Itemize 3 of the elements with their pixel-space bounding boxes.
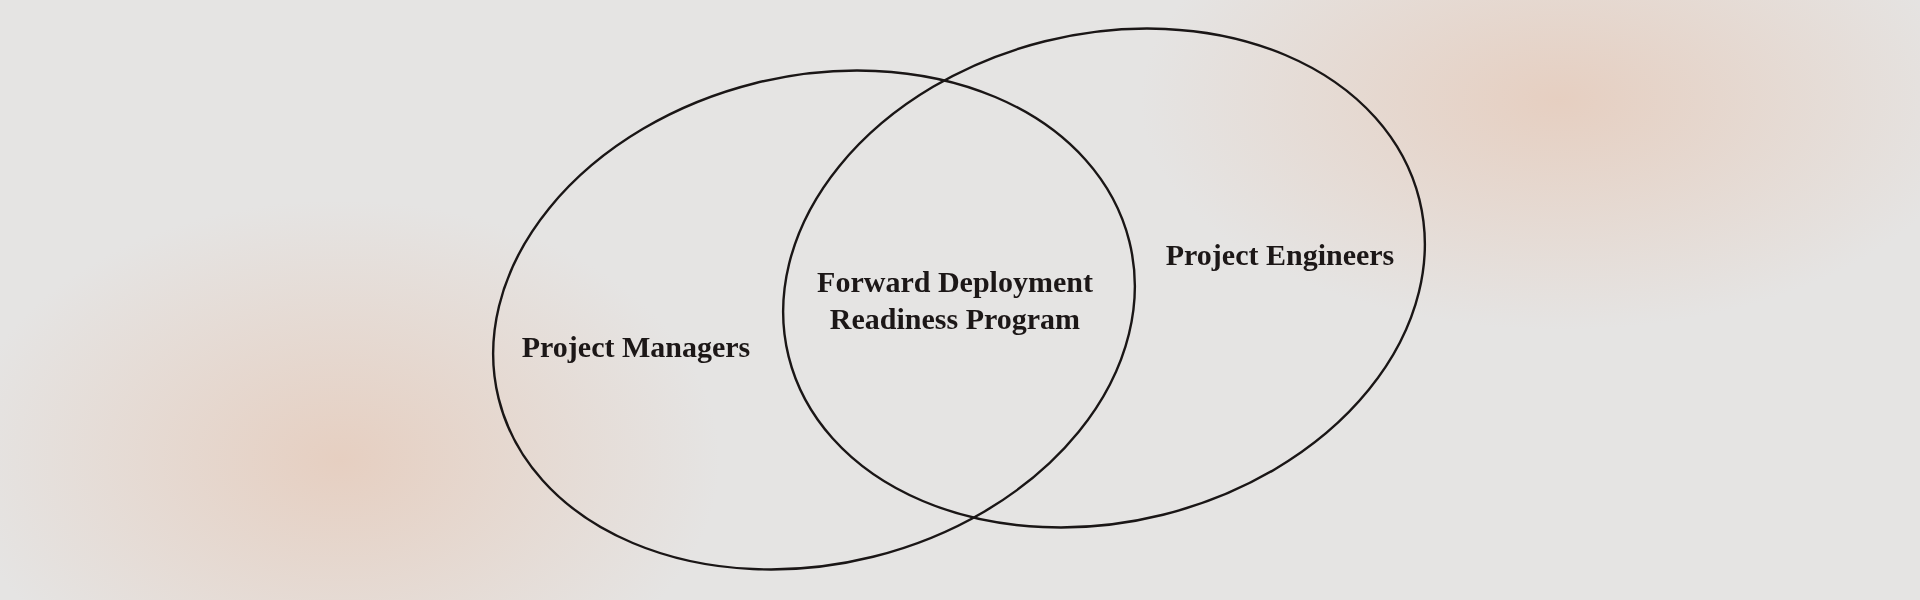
set-label: Project Managers: [521, 332, 751, 362]
set-label: Project Engineers: [1165, 240, 1395, 270]
overlap-label: Forward Deployment Readiness Program: [816, 264, 1094, 337]
